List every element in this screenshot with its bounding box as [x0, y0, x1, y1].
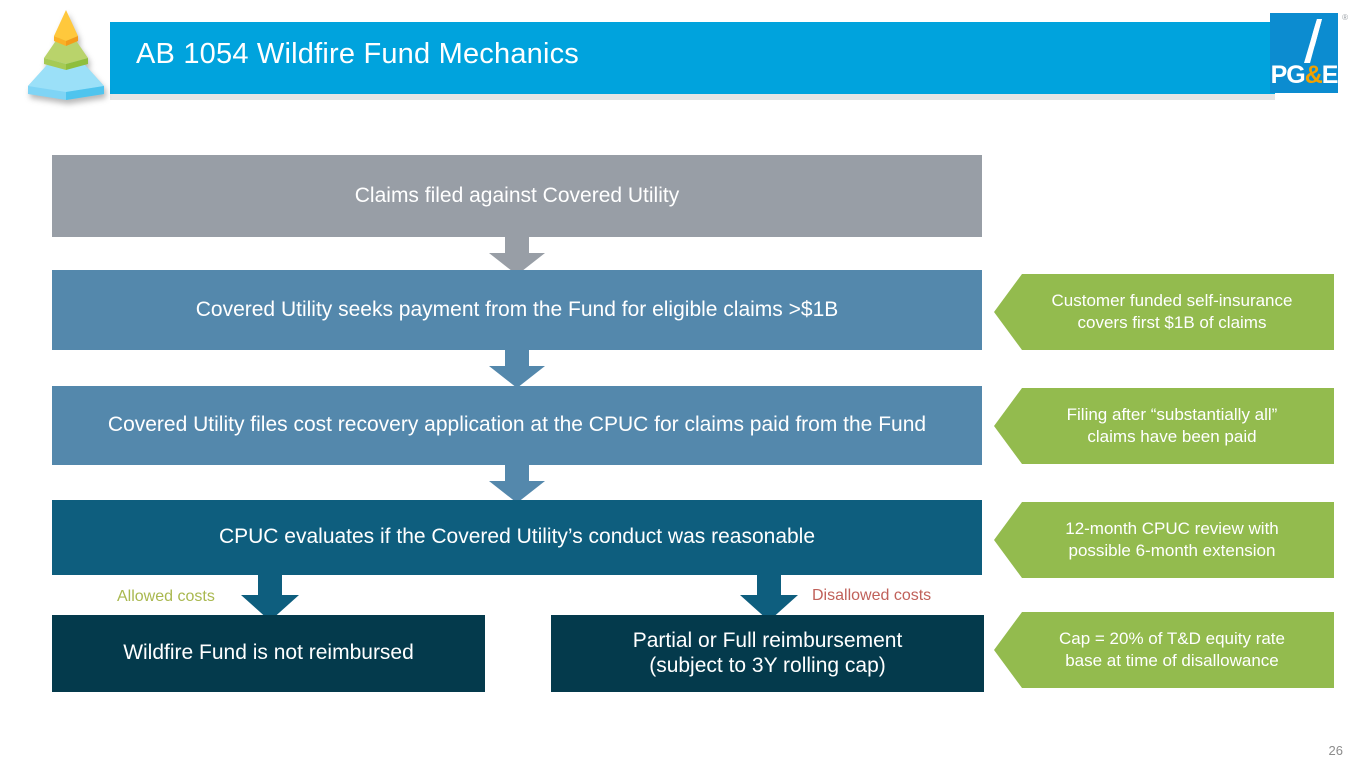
branch-label-allowed-costs: Allowed costs: [117, 588, 215, 605]
registered-trademark-icon: ®: [1342, 13, 1348, 22]
down-arrow-icon: [487, 348, 547, 388]
pge-wordmark: PG&E: [1270, 61, 1339, 89]
callout-line1: Filing after “substantially all”: [1066, 404, 1278, 424]
callout-cap-definition[interactable]: Cap = 20% of T&D equity rate base at tim…: [994, 612, 1334, 688]
down-arrow-icon: [487, 463, 547, 503]
callout-line1: 12-month CPUC review with: [1065, 518, 1279, 538]
page-title: AB 1054 Wildfire Fund Mechanics: [136, 38, 580, 70]
flow-outcome-label: Wildfire Fund is not reimbursed: [123, 641, 414, 665]
callout-self-insurance[interactable]: Customer funded self-insurance covers fi…: [994, 274, 1334, 350]
callout-line2: base at time of disallowance: [1065, 651, 1279, 670]
callout-filing-timing[interactable]: Filing after “substantially all” claims …: [994, 388, 1334, 464]
flow-outcome-not-reimbursed[interactable]: Wildfire Fund is not reimbursed: [52, 615, 485, 692]
callout-text: 12-month CPUC review with possible 6-mon…: [1065, 518, 1279, 562]
pge-wordmark-ampersand: &: [1304, 61, 1323, 89]
pyramid-logo-icon: [16, 8, 116, 100]
flow-outcome-line2: (subject to 3Y rolling cap): [649, 653, 886, 677]
pge-logo-icon: PG&E ®: [1270, 13, 1348, 93]
pge-wordmark-pg: PG: [1270, 61, 1306, 89]
flow-step-seeks-payment[interactable]: Covered Utility seeks payment from the F…: [52, 270, 982, 350]
down-arrow-icon: [487, 233, 547, 275]
branch-label-disallowed-costs: Disallowed costs: [812, 587, 932, 604]
flow-outcome-label: Partial or Full reimbursement (subject t…: [633, 629, 903, 677]
flow-step-label: Covered Utility files cost recovery appl…: [107, 413, 927, 437]
flow-step-cpuc-evaluates[interactable]: CPUC evaluates if the Covered Utility’s …: [52, 500, 982, 575]
flow-outcome-partial-full[interactable]: Partial or Full reimbursement (subject t…: [551, 615, 984, 692]
down-arrow-icon: [239, 573, 301, 621]
callout-text: Cap = 20% of T&D equity rate base at tim…: [1059, 628, 1285, 672]
flow-step-label: Covered Utility seeks payment from the F…: [195, 297, 839, 321]
page-number: 26: [1328, 743, 1343, 758]
callout-line2: claims have been paid: [1087, 427, 1257, 446]
flow-step-claims-filed[interactable]: Claims filed against Covered Utility: [52, 155, 982, 237]
callout-line2: covers first $1B of claims: [1077, 313, 1267, 332]
callout-line2: possible 6-month extension: [1068, 541, 1276, 560]
flow-step-files-cost-recovery[interactable]: Covered Utility files cost recovery appl…: [52, 386, 982, 465]
flow-step-label: CPUC evaluates if the Covered Utility’s …: [218, 525, 816, 549]
down-arrow-icon: [738, 573, 800, 621]
header-bar: [110, 22, 1275, 100]
callout-line1: Cap = 20% of T&D equity rate: [1058, 628, 1285, 648]
flow-outcome-line1: Partial or Full reimbursement: [632, 629, 903, 653]
callout-text: Customer funded self-insurance covers fi…: [1052, 290, 1293, 334]
callout-text: Filing after “substantially all” claims …: [1067, 404, 1278, 448]
callout-review-window[interactable]: 12-month CPUC review with possible 6-mon…: [994, 502, 1334, 578]
callout-line1: Customer funded self-insurance: [1051, 290, 1293, 310]
flow-step-label: Claims filed against Covered Utility: [354, 183, 680, 207]
pge-wordmark-e: E: [1321, 61, 1339, 89]
